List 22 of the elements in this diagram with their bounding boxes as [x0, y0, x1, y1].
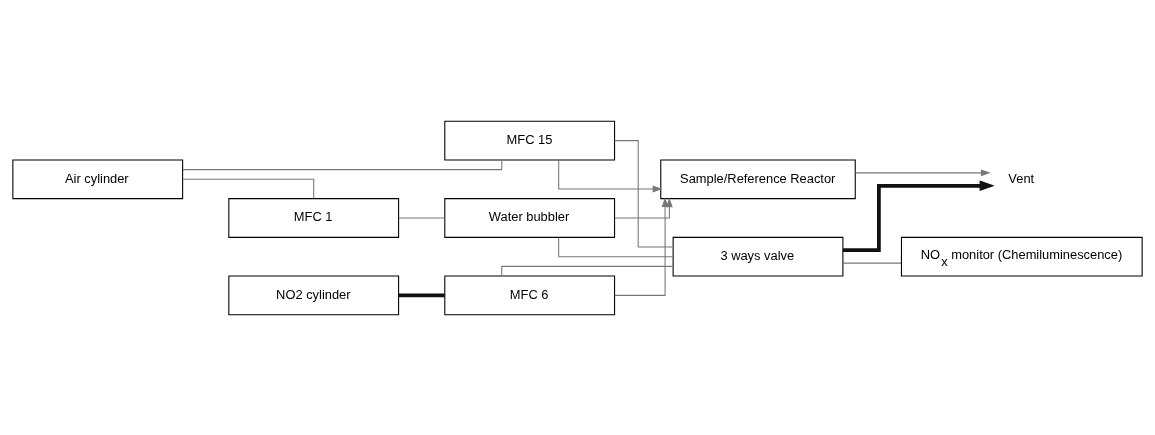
node-box: Sample/Reference Reactor	[660, 158, 856, 199]
node-box: MFC 6	[444, 275, 616, 315]
node-text: Vent	[1008, 170, 1035, 186]
connector	[398, 216, 446, 219]
connector	[182, 159, 503, 170]
arrow	[854, 169, 991, 176]
connector	[614, 139, 674, 248]
connector	[182, 178, 315, 199]
arrow	[614, 197, 673, 219]
node-box: 3 ways valve	[672, 236, 844, 277]
arrow	[842, 179, 995, 252]
arrow	[558, 159, 663, 192]
node-box: MFC 15	[444, 120, 616, 160]
node-box: NO2 cylinder	[228, 275, 400, 315]
node-box: Air cylinder	[12, 158, 184, 199]
node-box: Water bubbler	[444, 197, 616, 238]
node-box: MFC 1	[228, 197, 400, 238]
connector	[842, 262, 902, 264]
arrow	[614, 196, 669, 296]
connector	[501, 265, 674, 276]
connector	[558, 236, 674, 257]
connector	[398, 293, 445, 297]
